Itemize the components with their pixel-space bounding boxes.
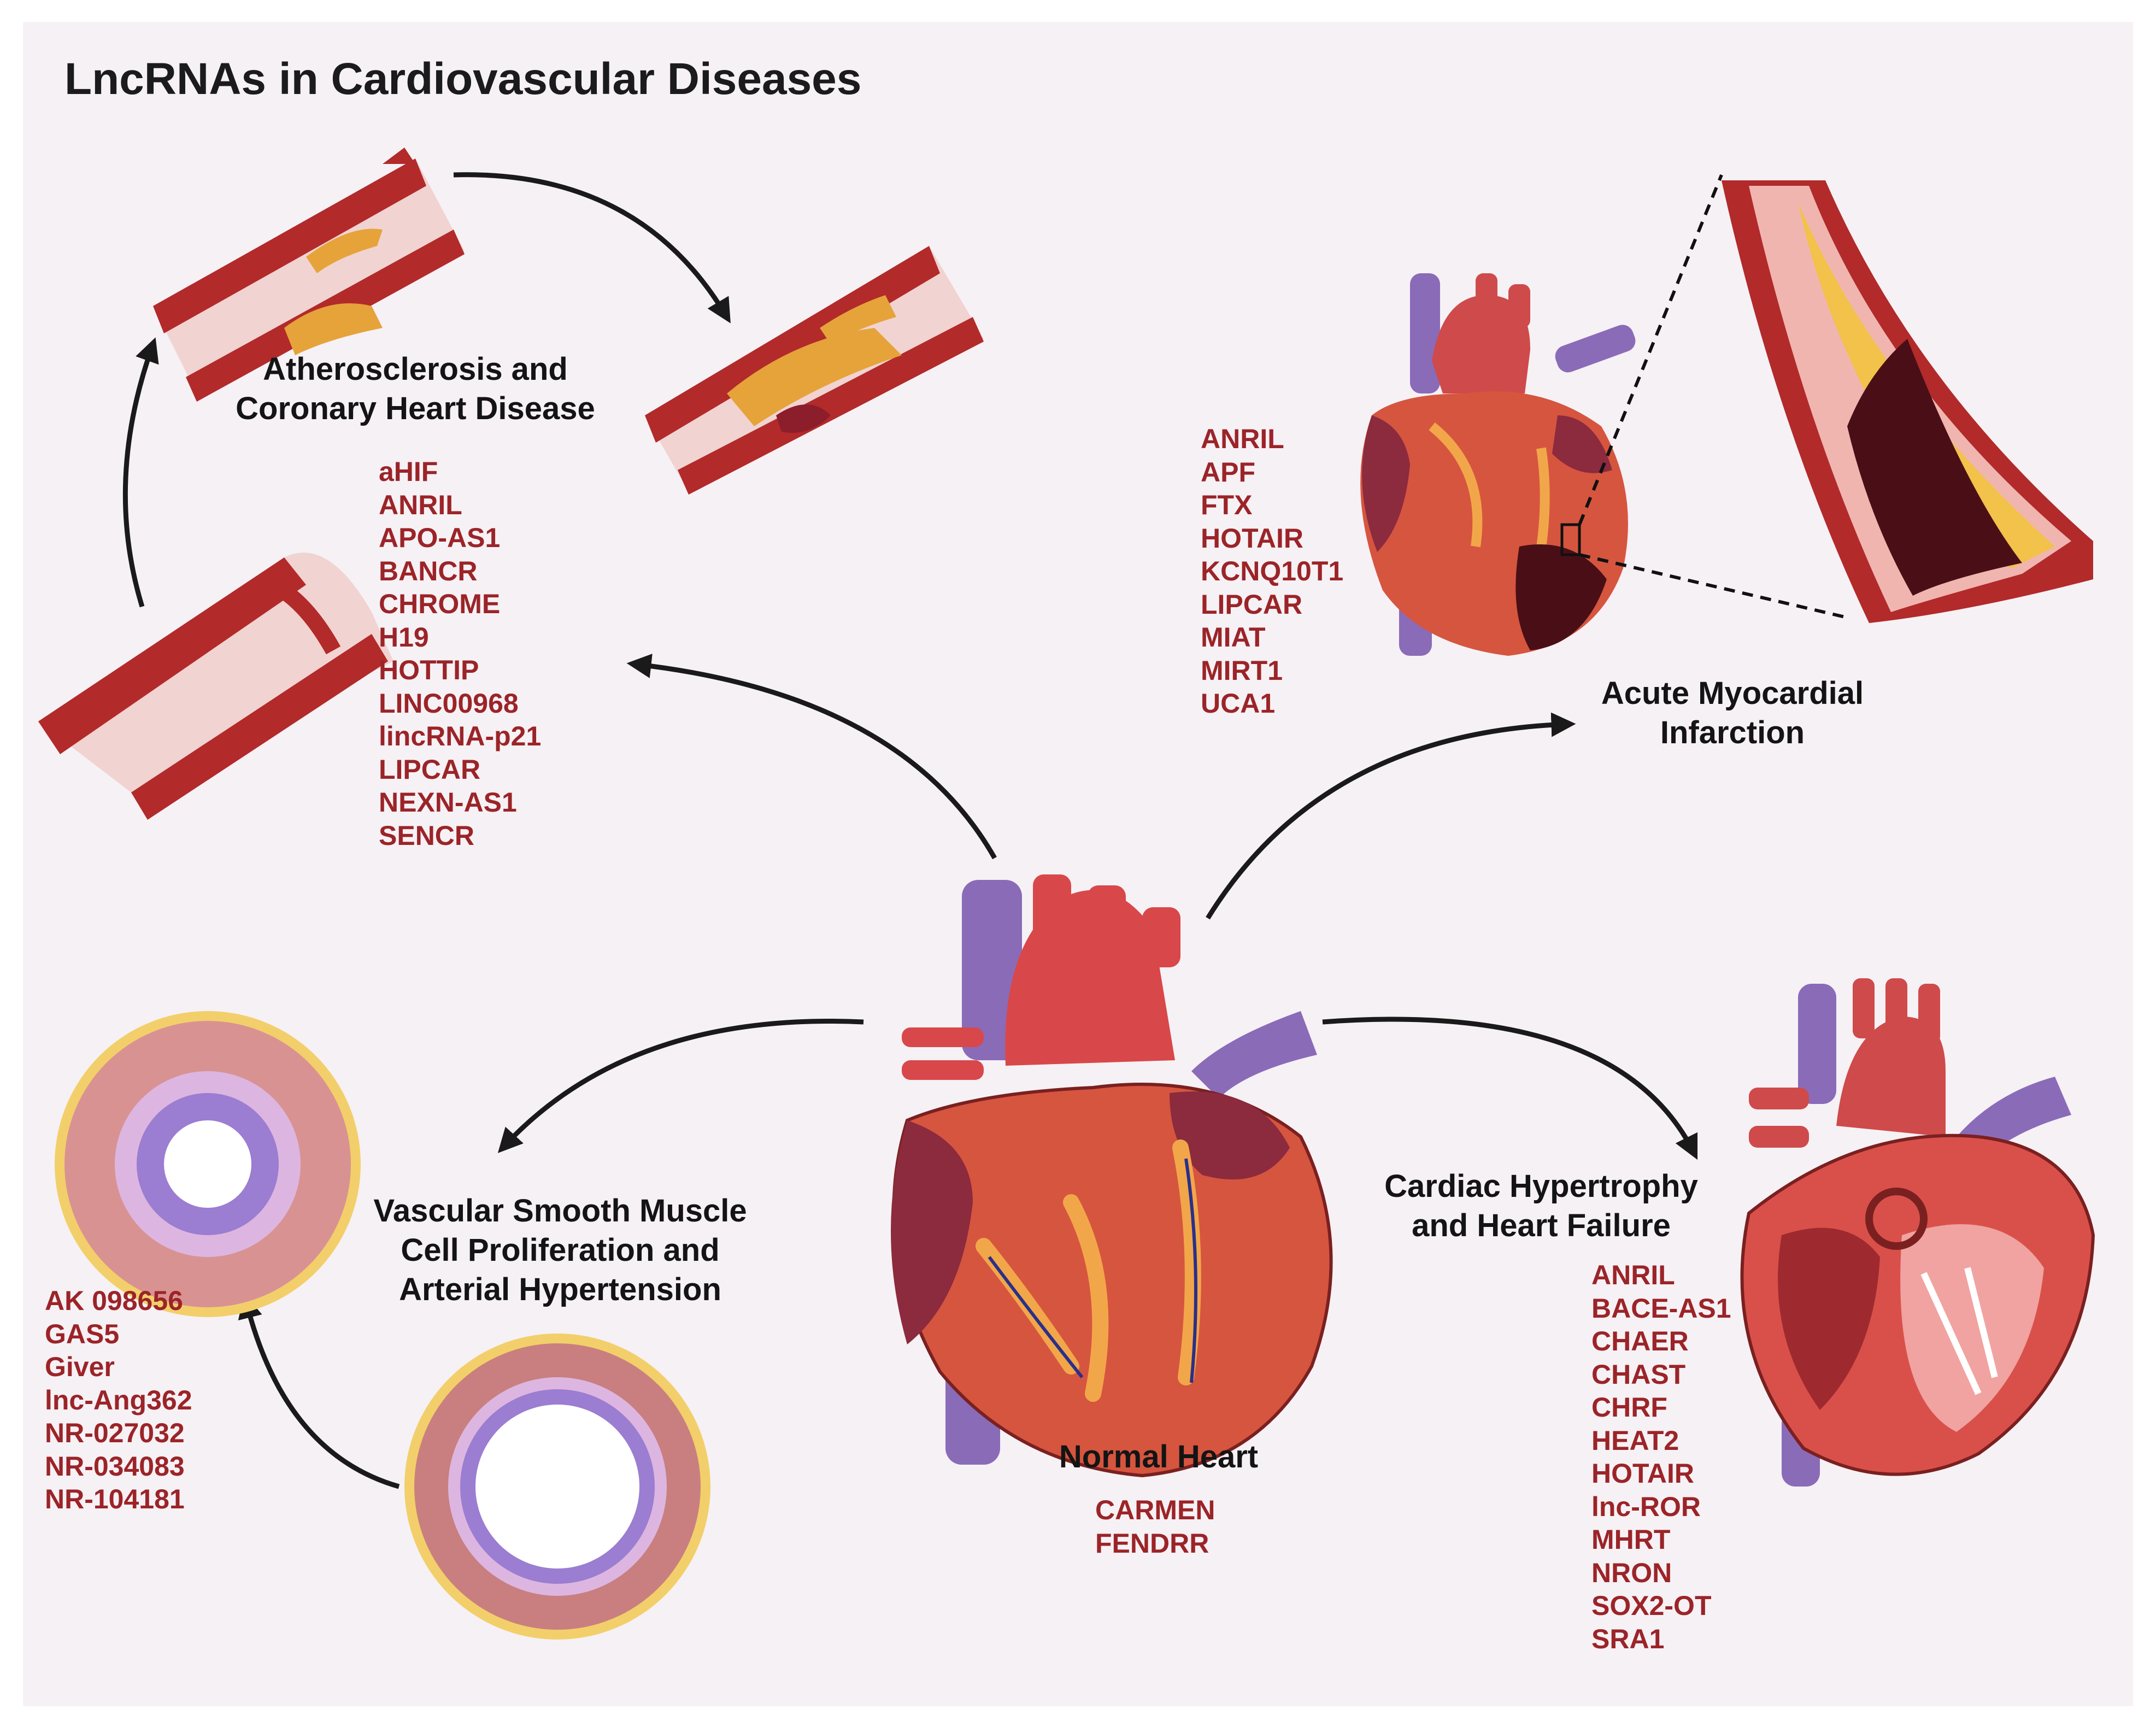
gene-label: HOTTIP xyxy=(379,655,479,685)
infarction-heading-line: Acute Myocardial xyxy=(1601,675,1864,711)
arrow-cycle-top xyxy=(453,172,731,324)
gene-label: CHROME xyxy=(379,589,501,619)
gene-label: UCA1 xyxy=(1201,688,1276,719)
zoom-line-top xyxy=(1578,174,1723,526)
gene-label: HOTAIR xyxy=(1201,522,1303,554)
atherosclerosis-heading-line: Atherosclerosis and xyxy=(263,351,568,387)
gene-label: APO-AS1 xyxy=(379,522,501,553)
normal-vessel-cross-section xyxy=(55,1011,361,1317)
atherosclerosis-heading-line: Coronary Heart Disease xyxy=(236,391,595,426)
hypertensive-vessel-cross-section xyxy=(404,1334,710,1640)
gene-label: H19 xyxy=(379,621,429,653)
gene-label: ANRIL xyxy=(1591,1260,1675,1290)
vascular-heading: Vascular Smooth Muscle Cell Proliferatio… xyxy=(333,1191,787,1309)
hypertrophy-heading-line: Cardiac Hypertrophy xyxy=(1384,1168,1698,1204)
gene-label: MHRT xyxy=(1591,1524,1671,1555)
gene-label: FENDRR xyxy=(1095,1528,1209,1559)
gene-label: NR-027032 xyxy=(45,1418,185,1448)
gene-label: MIRT1 xyxy=(1201,655,1283,686)
hypertrophy-heading: Cardiac Hypertrophy and Heart Failure xyxy=(1366,1167,1716,1246)
gene-label: AK 098656 xyxy=(45,1285,183,1316)
healthy-artery-illustration xyxy=(38,553,393,820)
arrow-cycle-left xyxy=(122,337,159,608)
arrow-to-vascular xyxy=(497,1019,864,1153)
gene-label: NR-034083 xyxy=(45,1450,185,1482)
gene-label: SOX2-OT xyxy=(1591,1590,1712,1621)
gene-label: CARMEN xyxy=(1095,1495,1215,1525)
infarction-heading-line: Infarction xyxy=(1660,715,1805,750)
ruptured-plaque-artery-illustration xyxy=(645,246,984,495)
vascular-heading-line: Cell Proliferation and xyxy=(401,1232,720,1268)
hypertrophic-heart-illustration xyxy=(1740,978,2095,1487)
gene-label: SRA1 xyxy=(1591,1623,1665,1654)
normal-heart-gene-list: CARMEN FENDRR xyxy=(1095,1494,1215,1560)
atherosclerosis-gene-list: aHIF ANRIL APO-AS1 BANCR CHROME H19 HOTT… xyxy=(379,455,541,852)
infarction-heading: Acute Myocardial Infarction xyxy=(1568,674,1896,753)
atherosclerosis-heading: Atherosclerosis and Coronary Heart Disea… xyxy=(202,350,628,428)
gene-label: ANRIL xyxy=(379,489,462,520)
figure-title: LncRNAs in Cardiovascular Diseases xyxy=(64,54,862,104)
gene-label: CHAER xyxy=(1591,1326,1689,1356)
gene-label: lnc-Ang362 xyxy=(45,1384,192,1415)
normal-heart-heading: Normal Heart xyxy=(995,1437,1323,1477)
early-plaque-artery-illustration xyxy=(153,148,465,402)
gene-label: Giver xyxy=(45,1352,115,1382)
arrow-vascular-cycle xyxy=(238,1293,400,1489)
vascular-gene-list: AK 098656 GAS5 Giver lnc-Ang362 NR-02703… xyxy=(45,1284,192,1516)
zoom-line-bottom xyxy=(1579,553,1848,619)
gene-label: NR-104181 xyxy=(45,1484,185,1514)
gene-label: APF xyxy=(1201,456,1255,487)
gene-label: LINC00968 xyxy=(379,688,519,719)
gene-label: CHRF xyxy=(1591,1392,1667,1423)
vascular-heading-line: Vascular Smooth Muscle xyxy=(373,1193,747,1229)
occluded-artery-zoom xyxy=(1722,180,2093,623)
vascular-heading-line: Arterial Hypertension xyxy=(399,1272,721,1307)
gene-label: CHAST xyxy=(1591,1359,1686,1390)
gene-label: BANCR xyxy=(379,555,478,586)
gene-label: NRON xyxy=(1591,1557,1672,1588)
hypertrophy-heading-line: and Heart Failure xyxy=(1412,1208,1671,1243)
gene-label: GAS5 xyxy=(45,1318,120,1349)
gene-label: HOTAIR xyxy=(1591,1458,1694,1489)
gene-label: lnc-ROR xyxy=(1591,1491,1701,1522)
gene-label: lincRNA-p21 xyxy=(379,721,542,751)
gene-label: LIPCAR xyxy=(379,754,481,785)
normal-heart-illustration xyxy=(891,874,1333,1478)
infarction-gene-list: ANRIL APF FTX HOTAIR KCNQ10T1 LIPCAR MIA… xyxy=(1201,422,1343,720)
gene-label: FTX xyxy=(1201,490,1253,520)
normal-heart-heading-line: Normal Heart xyxy=(1059,1439,1259,1475)
gene-label: NEXN-AS1 xyxy=(379,787,517,818)
gene-label: ANRIL xyxy=(1201,424,1284,454)
arrow-to-hypertrophy xyxy=(1322,1017,1698,1160)
infarct-heart-illustration xyxy=(1360,273,1636,656)
hypertrophy-gene-list: ANRIL BACE-AS1 CHAER CHAST CHRF HEAT2 HO… xyxy=(1591,1259,1731,1655)
gene-label: LIPCAR xyxy=(1201,589,1303,620)
gene-label: aHIF xyxy=(379,456,438,487)
gene-label: MIAT xyxy=(1201,622,1266,653)
arrow-to-atherosclerosis xyxy=(626,654,997,860)
arrow-to-infarction xyxy=(1206,712,1576,920)
gene-label: KCNQ10T1 xyxy=(1201,556,1344,586)
gene-label: SENCR xyxy=(379,820,475,851)
gene-label: HEAT2 xyxy=(1591,1425,1679,1456)
gene-label: BACE-AS1 xyxy=(1591,1293,1731,1324)
